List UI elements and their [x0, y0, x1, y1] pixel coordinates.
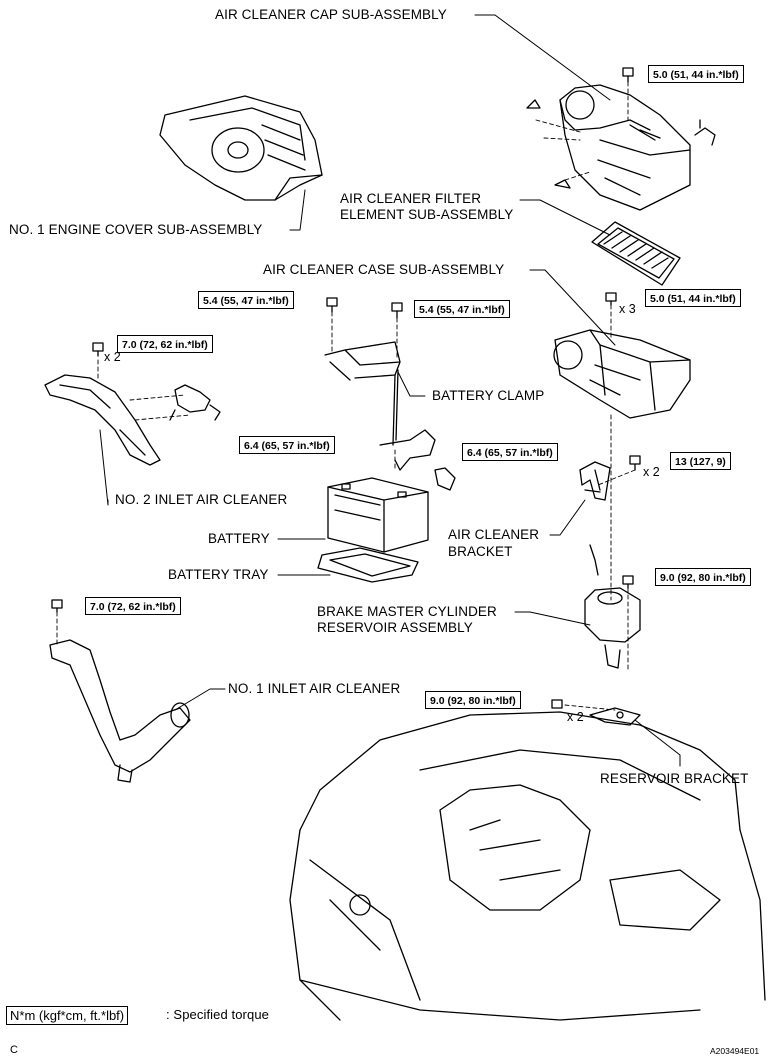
air-cleaner-cap-drawing	[526, 84, 716, 211]
bolts-clamp	[326, 297, 403, 319]
label-air-cleaner-cap: AIR CLEANER CAP SUB-ASSEMBLY	[215, 7, 447, 22]
air-cleaner-case-drawing	[553, 329, 691, 419]
label-engine-cover: NO. 1 ENGINE COVER SUB-ASSEMBLY	[9, 222, 263, 237]
bolt-reservoir-bracket	[551, 699, 563, 709]
label-battery-clamp: BATTERY CLAMP	[432, 388, 545, 403]
label-battery-tray: BATTERY TRAY	[168, 567, 269, 582]
vehicle-front-drawing	[289, 711, 766, 1021]
multiplier-no2-inlet: x 2	[104, 350, 121, 364]
filter-element-drawing	[591, 221, 681, 286]
brake-reservoir-drawing	[584, 544, 641, 669]
bolt-case	[605, 292, 617, 306]
multiplier-reservoir-bracket: x 2	[567, 710, 584, 724]
label-brake-reservoir-line1: BRAKE MASTER CYLINDER	[317, 604, 497, 619]
engine-cover-drawing	[159, 95, 323, 201]
torque-bracket: 13 (127, 9)	[670, 452, 731, 470]
torque-no1-inlet: 7.0 (72, 62 in.*lbf)	[85, 597, 181, 615]
battery-terminals-drawing	[379, 429, 456, 491]
torque-clamp-right: 5.4 (55, 47 in.*lbf)	[414, 300, 510, 318]
bolt-reservoir	[622, 575, 634, 589]
torque-clamp-left: 5.4 (55, 47 in.*lbf)	[198, 291, 294, 309]
no1-inlet-drawing	[49, 639, 191, 783]
label-no1-inlet: NO. 1 INLET AIR CLEANER	[228, 681, 401, 696]
torque-terminal-left: 6.4 (65, 57 in.*lbf)	[239, 436, 335, 454]
label-filter-element-line2: ELEMENT SUB-ASSEMBLY	[340, 207, 514, 222]
torque-reservoir: 9.0 (92, 80 in.*lbf)	[655, 568, 751, 586]
leader-lines	[99, 14, 681, 767]
corner-letter: C	[10, 1044, 18, 1056]
torque-cap: 5.0 (51, 44 in.*lbf)	[648, 65, 744, 83]
label-brake-reservoir-line2: RESERVOIR ASSEMBLY	[317, 620, 473, 635]
bolts-bracket	[629, 455, 641, 471]
legend-description: : Specified torque	[166, 1007, 269, 1022]
multiplier-case: x 3	[619, 302, 636, 316]
legend-unit-box: N*m (kgf*cm, ft.*lbf)	[6, 1006, 129, 1025]
label-air-cleaner-bracket-line2: BRACKET	[448, 544, 513, 559]
torque-case: 5.0 (51, 44 in.*lbf)	[645, 289, 741, 307]
bolt-no2	[92, 342, 104, 357]
label-reservoir-bracket: RESERVOIR BRACKET	[600, 771, 749, 786]
label-battery: BATTERY	[208, 531, 270, 546]
battery-drawing	[327, 477, 429, 553]
air-cleaner-bracket-drawing	[579, 461, 611, 501]
bolt-cap	[622, 67, 634, 83]
label-air-cleaner-bracket-line1: AIR CLEANER	[448, 527, 540, 542]
reservoir-bracket-drawing	[589, 707, 641, 726]
no2-inlet-drawing	[44, 374, 221, 466]
battery-tray-drawing	[317, 547, 419, 583]
multiplier-bracket: x 2	[643, 465, 660, 479]
label-filter-element-line1: AIR CLEANER FILTER	[340, 191, 482, 206]
label-no2-inlet: NO. 2 INLET AIR CLEANER	[115, 492, 288, 507]
torque-reservoir-bracket: 9.0 (92, 80 in.*lbf)	[425, 691, 521, 709]
torque-terminal-right: 6.4 (65, 57 in.*lbf)	[462, 443, 558, 461]
label-air-cleaner-case: AIR CLEANER CASE SUB-ASSEMBLY	[263, 262, 505, 277]
torque-no2-inlet: 7.0 (72, 62 in.*lbf)	[117, 335, 213, 353]
figure-id: A203494E01	[710, 1046, 760, 1056]
battery-clamp-drawing	[324, 341, 401, 446]
bolt-no1	[51, 599, 63, 613]
